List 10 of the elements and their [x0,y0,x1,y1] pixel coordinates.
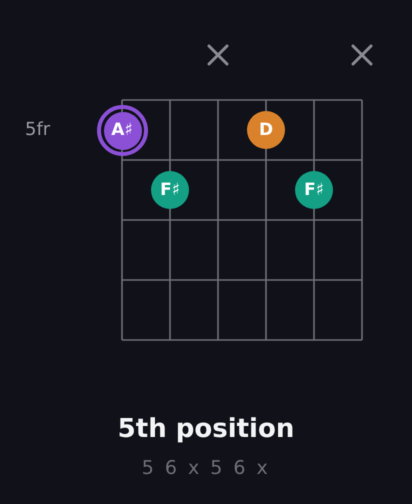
note-name: A♯ [111,122,133,138]
chord-title: 5th position [116,413,296,446]
finger-dot [295,171,333,209]
fret-number: 5fr [25,119,50,141]
finger-dot [247,111,285,149]
note-name: D [258,122,274,138]
fret-sequence: 5 6 x 5 6 x [140,456,272,481]
finger-dot [151,171,189,209]
note-name: F♯ [304,182,324,198]
note-name: F♯ [160,182,180,198]
